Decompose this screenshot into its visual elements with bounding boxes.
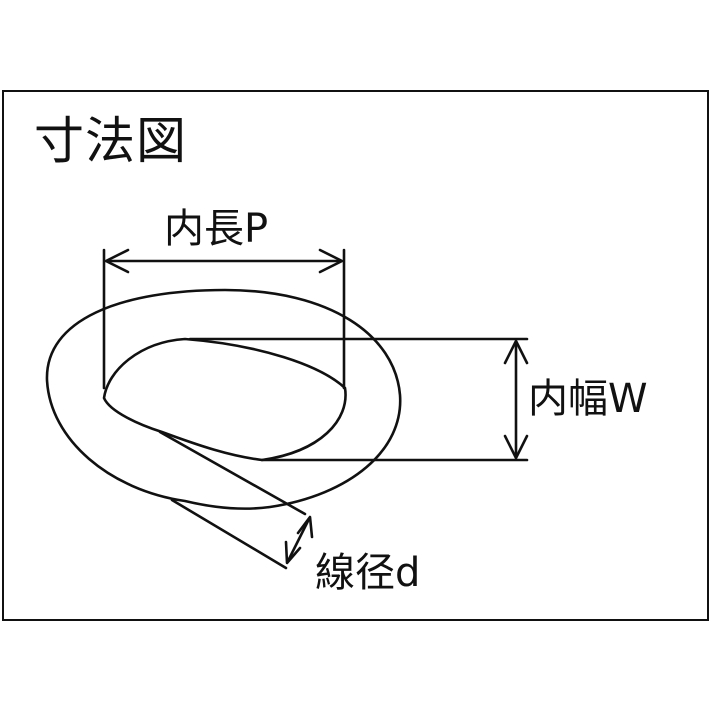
diagram-frame (2, 90, 709, 621)
wire-section-line-lower (170, 498, 288, 570)
wire-arrow-bottom (284, 540, 302, 565)
width-arrow-bottom (503, 434, 529, 460)
length-arrow-left (104, 248, 130, 274)
wire-dimension-line (286, 517, 311, 563)
wire-arrow-top (296, 515, 314, 539)
link-inner-opening (102, 337, 347, 462)
inner-width-label: 内幅W (528, 376, 648, 422)
inner-length-label: 内長P (164, 206, 269, 252)
width-arrow-top (503, 339, 529, 365)
wire-diameter-label: 線径d (315, 550, 421, 596)
diagram-title: 寸法図 (34, 112, 187, 170)
length-arrow-right (318, 248, 344, 274)
link-outer-contour (45, 288, 402, 510)
wire-section-line-upper (158, 430, 307, 516)
